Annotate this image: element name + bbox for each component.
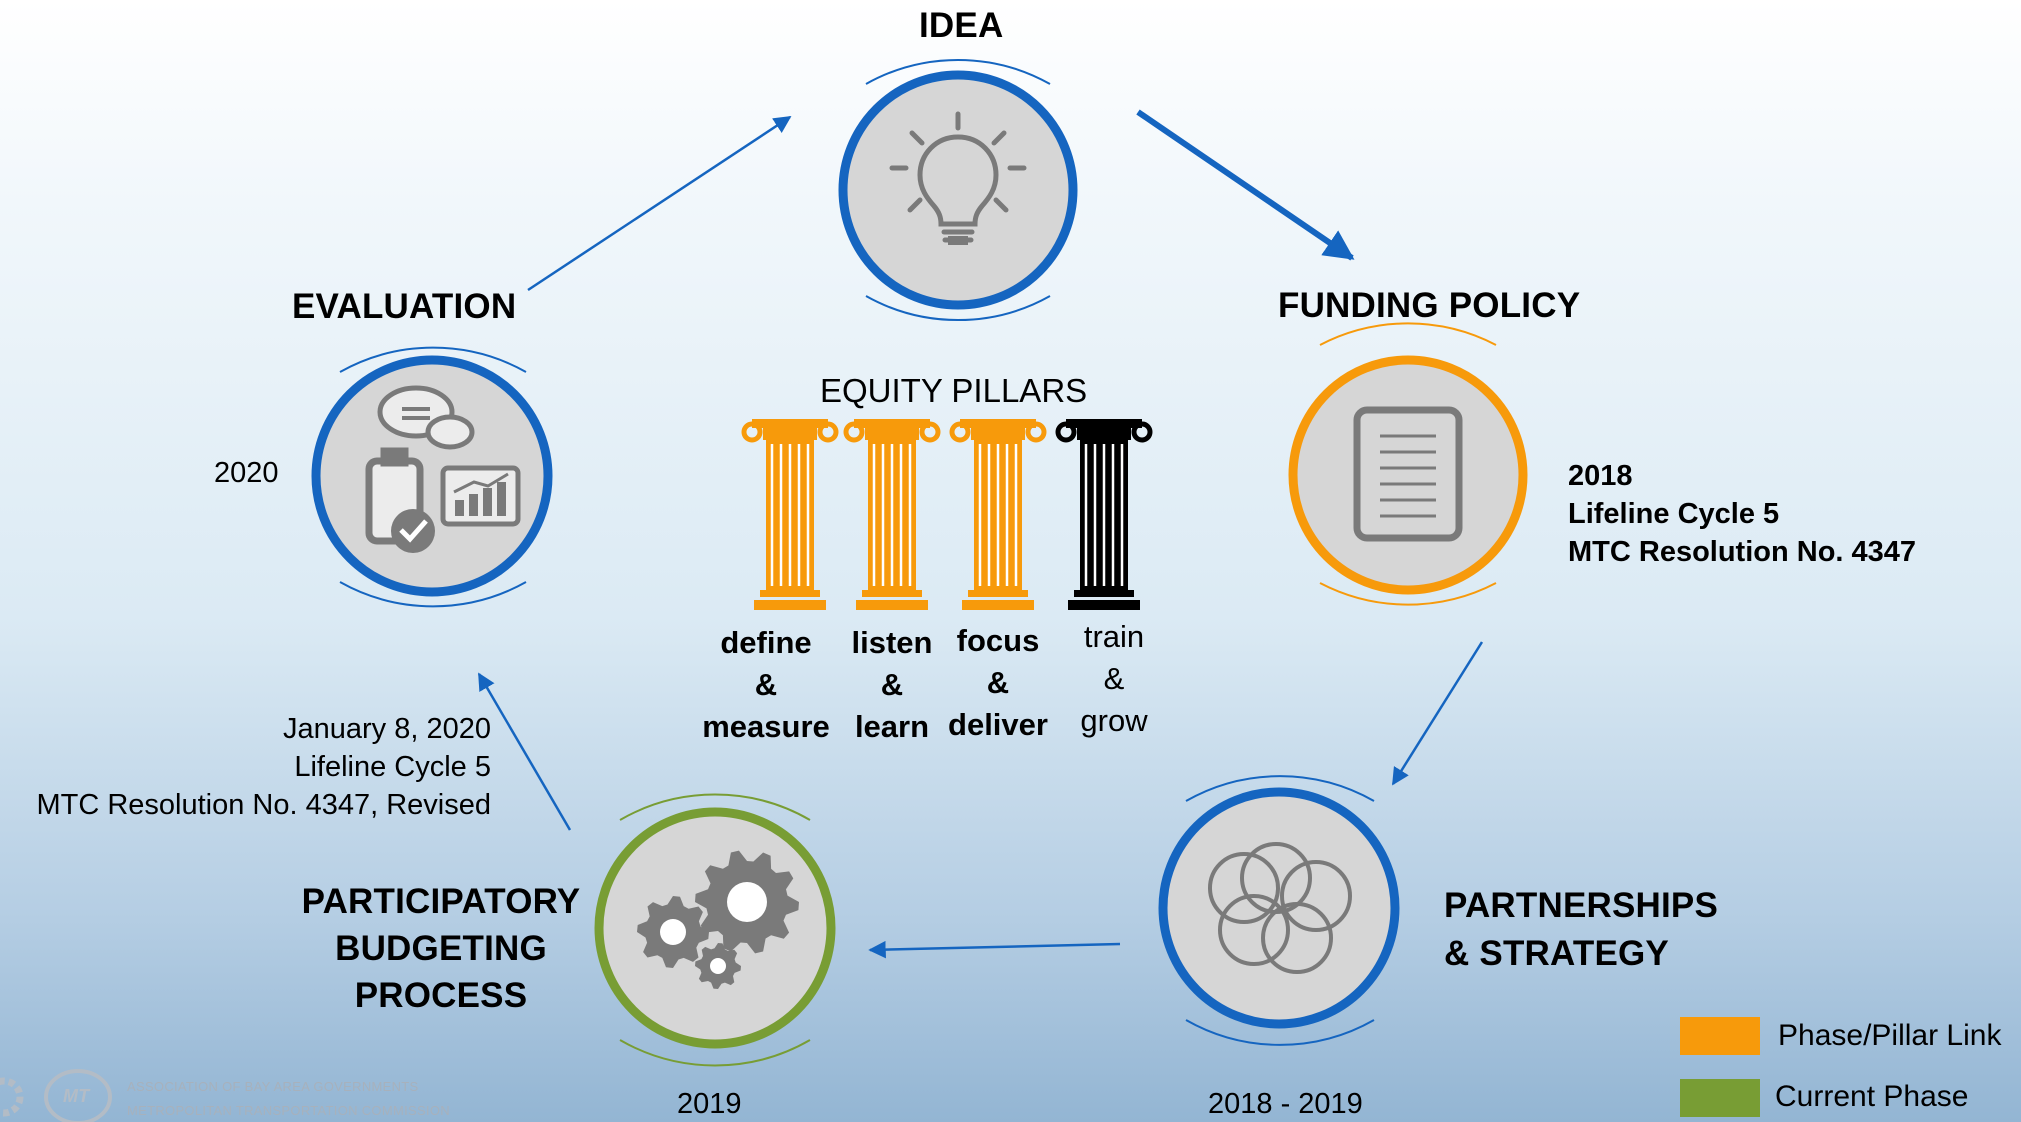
pillar-label-3-line-2: & <box>986 665 1010 700</box>
legend-label-phase-pillar-link: Phase/Pillar Link <box>1778 1019 2002 1052</box>
pillar-label-2-line-2: & <box>880 667 904 702</box>
node-funding-policy <box>1288 322 1528 606</box>
pillar-label-3: focus & deliver <box>923 620 1073 746</box>
node-idea <box>838 59 1078 321</box>
pillar-label-2-line-1: listen <box>851 625 933 660</box>
evaluation-icon <box>365 385 521 553</box>
equity-pillars <box>741 419 1153 610</box>
funding-policy-heading: FUNDING POLICY <box>1278 286 1581 325</box>
logo-initials: MT <box>63 1086 90 1106</box>
pillar-label-1-line-3: measure <box>702 709 830 744</box>
idea-heading: IDEA <box>919 6 1004 45</box>
participatory-budgeting-heading: PARTICIPATORY BUDGETING PROCESS <box>301 882 581 1015</box>
pillar-3-icon <box>949 419 1047 610</box>
arrow-idea-to-funding <box>1136 109 1355 261</box>
pillar-1-icon <box>741 419 839 610</box>
arrow-evaluation-to-idea <box>527 115 792 292</box>
pb-revision-note: January 8, 2020 Lifeline Cycle 5 MTC Res… <box>36 713 491 821</box>
logo-line-2: METROPOLITAN TRANSPORTATION COMMISSION <box>127 1103 450 1118</box>
pillar-label-4: train & grow <box>1039 616 1189 742</box>
node-evaluation <box>311 346 553 608</box>
pillar-label-1-line-1: define <box>720 625 812 660</box>
legend-swatch-phase-pillar-link <box>1680 1017 1760 1055</box>
pillar-label-4-line-1: train <box>1083 619 1145 654</box>
partnerships-heading: PARTNERSHIPS & STRATEGY <box>1444 886 1719 973</box>
partnerships-year: 2018 - 2019 <box>1208 1088 1363 1120</box>
node-participatory-budgeting <box>594 793 836 1067</box>
overlapping-circles-icon <box>1208 842 1352 974</box>
pillar-label-1-line-2: & <box>754 667 778 702</box>
pillar-label-3-line-1: focus <box>956 623 1040 658</box>
funding-policy-note: 2018 Lifeline Cycle 5 MTC Resolution No.… <box>1568 460 1917 568</box>
gears-icon <box>637 850 799 989</box>
arrow-partnerships-to-pb <box>868 940 1121 959</box>
evaluation-year: 2020 <box>214 457 279 489</box>
pillar-label-2: listen & learn <box>817 622 967 748</box>
node-partnerships <box>1158 775 1400 1046</box>
equity-pillars-title: EQUITY PILLARS <box>820 372 1088 409</box>
document-icon <box>1353 406 1463 542</box>
logo-graphic <box>0 1069 112 1122</box>
pillar-2-icon <box>843 419 941 610</box>
pillar-label-2-line-3: learn <box>854 709 930 744</box>
pillar-label-4-line-2: & <box>1103 661 1125 696</box>
pillar-label-1: define & measure <box>691 622 841 748</box>
legend-label-current-phase: Current Phase <box>1775 1080 1969 1113</box>
pillar-label-4-line-3: grow <box>1080 703 1148 738</box>
evaluation-heading: EVALUATION <box>292 287 517 326</box>
arrow-funding-to-partnerships <box>1391 641 1484 786</box>
logo-line-1: ASSOCIATION OF BAY AREA GOVERNMENTS <box>127 1079 419 1094</box>
legend-swatch-current-phase <box>1680 1079 1760 1117</box>
pb-year: 2019 <box>677 1088 742 1120</box>
pillar-4-icon <box>1055 419 1153 610</box>
pillar-label-3-line-3: deliver <box>948 707 1048 742</box>
arrow-pb-to-evaluation <box>477 672 572 831</box>
